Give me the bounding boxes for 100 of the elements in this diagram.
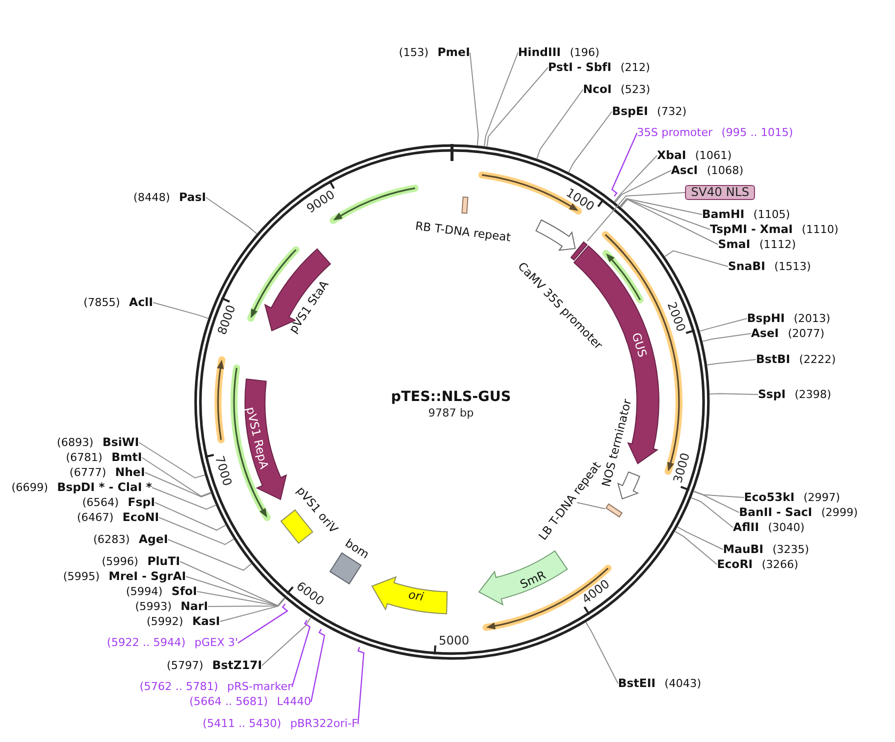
site-position: (5994)	[126, 585, 163, 599]
leader-line	[706, 359, 756, 366]
site-position: (1110)	[802, 223, 838, 237]
primer-name: 35S promoter	[637, 126, 713, 140]
enzyme-name: BmtI	[111, 450, 142, 464]
enzyme-name: MauBI	[723, 542, 764, 556]
tick-label: 2000	[664, 300, 687, 334]
site-position: (5996)	[102, 555, 138, 569]
site-position: (4043)	[664, 677, 702, 691]
site-position: (5995)	[63, 570, 100, 584]
leader-line	[186, 576, 286, 606]
primer-leader-line	[611, 132, 638, 197]
primer-name: pGEX 3'	[194, 636, 238, 650]
enzyme-name: BstBI	[756, 352, 790, 366]
leader-line	[693, 490, 744, 498]
leader-line	[208, 597, 286, 607]
site-position: (1513)	[774, 260, 811, 274]
feature-label: SmR	[518, 568, 548, 592]
site-position: (732)	[656, 105, 687, 119]
enzyme-name: PluTI	[147, 554, 180, 568]
feature-label: RB T-DNA repeat	[414, 220, 512, 244]
site-position: (1112)	[759, 238, 796, 252]
enzyme-name: BanII - SacI	[739, 505, 812, 519]
leader-line	[484, 52, 518, 148]
enzyme-name: XbaI	[657, 148, 686, 162]
leader-line	[154, 502, 226, 531]
enzyme-name: SnaBI	[728, 259, 766, 273]
enzyme-name: SmaI	[718, 237, 750, 251]
site-position: (1061)	[695, 149, 732, 163]
enzyme-name: AseI	[751, 326, 779, 340]
enzyme-name: PmeI	[438, 45, 470, 59]
leader-line	[168, 539, 252, 571]
primer-leader-line	[310, 628, 326, 702]
primer-leader-line	[238, 604, 288, 644]
leader-line	[486, 67, 548, 148]
enzyme-name: AclI	[129, 295, 153, 309]
leader-line	[536, 89, 584, 160]
leader-line	[614, 170, 672, 204]
enzyme-name: EcoNI	[122, 510, 159, 524]
site-position: (2077)	[788, 327, 824, 341]
leader-line	[568, 111, 612, 173]
site-position: (5993)	[135, 600, 172, 614]
leader-line	[144, 472, 212, 498]
site-position: (8448)	[133, 191, 170, 205]
site-position: (1105)	[753, 208, 790, 222]
leader-line	[699, 318, 748, 332]
site-position: (3235)	[772, 543, 810, 557]
feature-tag: SV40 NLS	[685, 185, 756, 200]
enzyme-name: BspEI	[612, 104, 648, 118]
site-position: (2997)	[804, 491, 840, 505]
leader-line	[180, 561, 286, 606]
site-position: (6777)	[70, 466, 106, 480]
leader-line	[196, 591, 286, 606]
site-position: (6467)	[76, 511, 114, 525]
leader-line	[470, 52, 479, 146]
leader-line	[206, 197, 258, 234]
site-position: (196)	[570, 46, 600, 60]
tick-label: 7000	[212, 454, 234, 488]
site-position: (7855)	[83, 296, 120, 310]
leader-line	[619, 198, 702, 215]
leader-line	[614, 155, 658, 202]
site-position: (2222)	[799, 353, 836, 367]
site-position: (6699)	[12, 481, 48, 495]
plasmid-length: 9787 bp	[428, 406, 474, 420]
leader-line	[138, 442, 206, 478]
leader-line	[676, 526, 724, 550]
leader-line	[586, 192, 686, 242]
site-position: (6564)	[82, 496, 119, 510]
feature-label: GUS	[629, 331, 649, 359]
leader-line	[702, 333, 752, 342]
enzyme-name: HindIII	[518, 45, 561, 59]
enzyme-name: BspDI * - ClaI *	[57, 480, 152, 494]
enzyme-name: NheI	[115, 465, 145, 479]
tick-label: 5000	[438, 634, 469, 648]
primer-leader-line	[291, 620, 311, 688]
site-position: (1068)	[706, 164, 744, 178]
plasmid-name: pTES::NLS-GUS	[391, 389, 511, 405]
site-position: (6781)	[66, 451, 102, 465]
enzyme-name: TspMI - XmaI	[710, 222, 793, 236]
leader-line	[585, 622, 618, 684]
enzyme-name: KasI	[192, 614, 220, 628]
enzyme-name: NcoI	[583, 82, 612, 96]
leader-line	[620, 198, 718, 245]
enzyme-name: MreI - SgrAI	[108, 569, 186, 583]
leader-line	[262, 616, 312, 666]
site-position: (523)	[620, 83, 650, 97]
enzyme-name: PstI - SbfI	[548, 60, 612, 74]
enzyme-name: AflII	[733, 520, 759, 534]
enzyme-name: Eco53kI	[744, 490, 795, 504]
site-position: (6893)	[56, 436, 94, 450]
leader-line	[152, 487, 217, 510]
leader-line	[576, 502, 606, 510]
leader-line	[152, 302, 209, 319]
enzyme-name: AscI	[671, 163, 698, 177]
site-position: (153)	[398, 46, 428, 60]
leader-line	[690, 497, 734, 528]
leader-line	[220, 598, 286, 622]
tick-label: 8000	[216, 304, 239, 337]
enzyme-name: BamHI	[702, 207, 744, 221]
primer-position: (5922 .. 5944)	[106, 636, 186, 650]
